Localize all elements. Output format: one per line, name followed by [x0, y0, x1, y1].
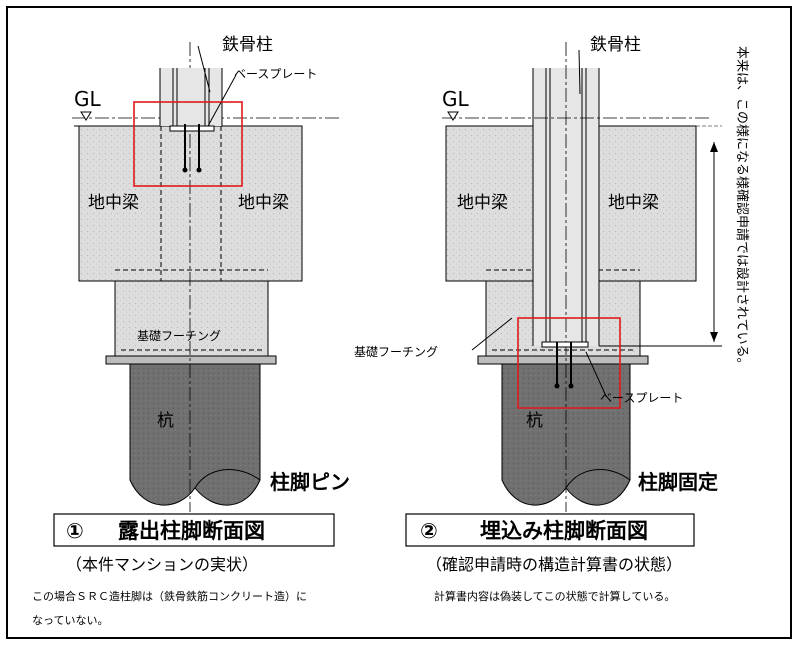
- right-column-label: 鉄骨柱: [590, 35, 641, 55]
- left-column-label: 鉄骨柱: [222, 35, 273, 55]
- left-ground-beam: [78, 125, 303, 282]
- right-pile-label: 杭: [526, 411, 543, 431]
- left-beam-left-label: 地中梁: [88, 193, 139, 213]
- right-beam-right-label: 地中梁: [608, 193, 659, 213]
- foundation-diagram: 鉄骨柱 ベースプレート GL 地中梁 地中梁 基礎フーチング 杭 柱脚ピン: [32, 35, 750, 627]
- right-highlight-box: [517, 317, 621, 409]
- left-note-line2: なっていない。: [32, 614, 108, 627]
- right-caption-box: [405, 513, 695, 547]
- left-gl-label: GL: [74, 87, 101, 111]
- left-diagram: 鉄骨柱 ベースプレート GL 地中梁 地中梁 基礎フーチング 杭 柱脚ピン: [72, 35, 350, 512]
- left-note-line1: この場合ＳＲＣ造柱脚は（鉄骨鉄筋コンクリート造）に: [32, 589, 307, 603]
- right-note-line1: 計算書内容は偽装してこの状態で計算している。: [434, 589, 675, 603]
- right-footing-label: 基礎フーチング: [354, 345, 438, 359]
- right-caption-number: ②: [420, 519, 438, 543]
- right-gl-label: GL: [442, 87, 469, 111]
- right-vertical-note: 本来は、この様になる様確認申請では設計されている。: [734, 46, 750, 371]
- left-footing-label: 基礎フーチング: [137, 329, 221, 343]
- left-pile-label: 杭: [157, 411, 174, 431]
- left-caption-number: ①: [66, 519, 84, 543]
- right-beam-left-label: 地中梁: [457, 193, 508, 213]
- right-caption: 埋込み柱脚断面図: [480, 519, 648, 543]
- left-beam-right-label: 地中梁: [238, 193, 289, 213]
- left-caption-box: [53, 513, 335, 547]
- left-pile-plate: [105, 355, 277, 365]
- right-base-plate-label: ベースプレート: [600, 391, 683, 405]
- right-subcaption: （確認申請時の構造計算書の状態）: [426, 555, 682, 574]
- left-subcaption: （本件マンションの実状）: [66, 555, 258, 574]
- right-pile-plate: [477, 355, 649, 365]
- left-caption: 露出柱脚断面図: [118, 519, 265, 543]
- diagram-frame: 鉄骨柱 ベースプレート GL 地中梁 地中梁 基礎フーチング 杭 柱脚ピン: [6, 6, 792, 639]
- left-footing: [114, 280, 269, 357]
- left-pile: [129, 363, 261, 506]
- left-type-label: 柱脚ピン: [270, 470, 350, 494]
- left-highlight-box: [133, 101, 243, 187]
- left-base-plate-label: ベースプレート: [234, 67, 317, 81]
- right-diagram: 鉄骨柱 GL 地中梁 地中梁 基礎フーチング ベースプレート 杭 柱脚固定 本来…: [354, 35, 750, 512]
- right-type-label: 柱脚固定: [638, 470, 718, 494]
